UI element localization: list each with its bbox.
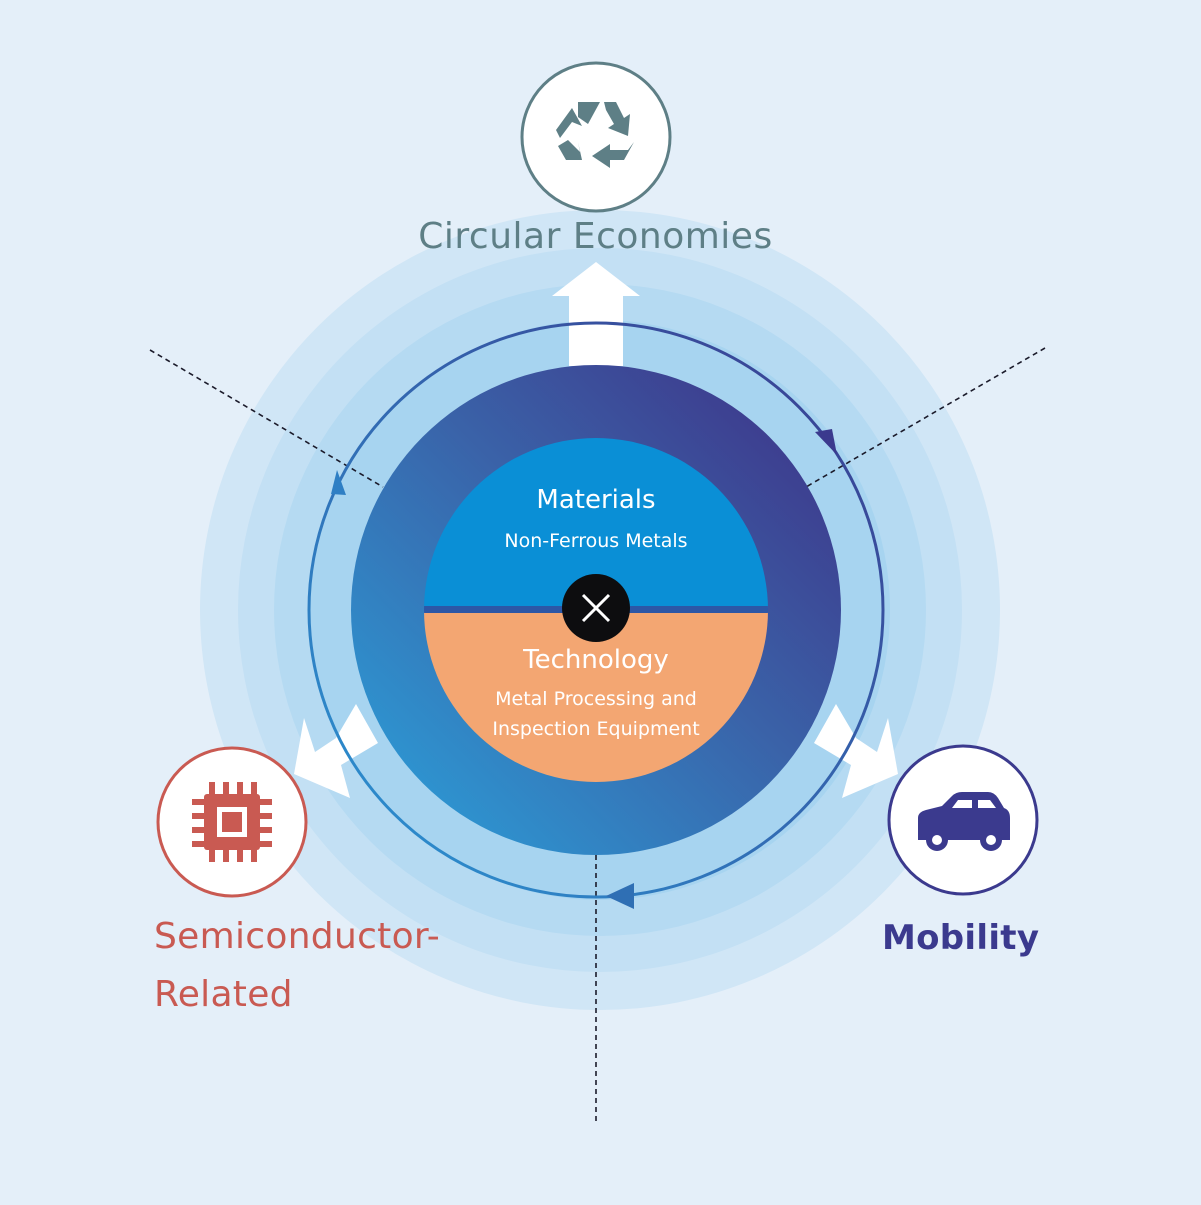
technology-title: Technology	[523, 645, 669, 675]
recycle-icon	[556, 102, 634, 168]
divider-lines	[149, 347, 1046, 1125]
arrow-mobility	[814, 704, 898, 798]
cycle-arrowhead-right	[815, 429, 837, 455]
materials-title: Materials	[536, 485, 656, 515]
circular-economies-label: Circular Economies	[418, 216, 773, 257]
cycle-arrowhead-left	[331, 470, 346, 495]
technology-subtitle-line2: Inspection Equipment	[492, 718, 700, 740]
technology-subtitle-line1: Metal Processing and	[495, 688, 697, 710]
arrow-semiconductor	[294, 704, 378, 798]
cycle-ring	[307, 321, 885, 909]
technology-subtitle: Metal Processing and Inspection Equipmen…	[416, 684, 776, 744]
arrow-up-circular	[552, 262, 640, 366]
semiconductor-label-line1: Semiconductor-	[154, 916, 440, 957]
chip-badge	[156, 746, 308, 898]
chip-icon	[192, 782, 272, 862]
mobility-label: Mobility	[882, 918, 1040, 958]
recycle-badge	[520, 61, 672, 213]
semiconductor-label: Semiconductor- Related	[154, 908, 440, 1024]
flow-arrows	[294, 262, 898, 798]
car-badge	[887, 744, 1039, 896]
multiply-icon	[562, 574, 630, 642]
materials-subtitle: Non-Ferrous Metals	[504, 530, 688, 552]
semiconductor-label-line2: Related	[154, 974, 293, 1015]
cycle-arrowhead-bottom	[606, 883, 634, 909]
car-icon	[918, 792, 1010, 851]
